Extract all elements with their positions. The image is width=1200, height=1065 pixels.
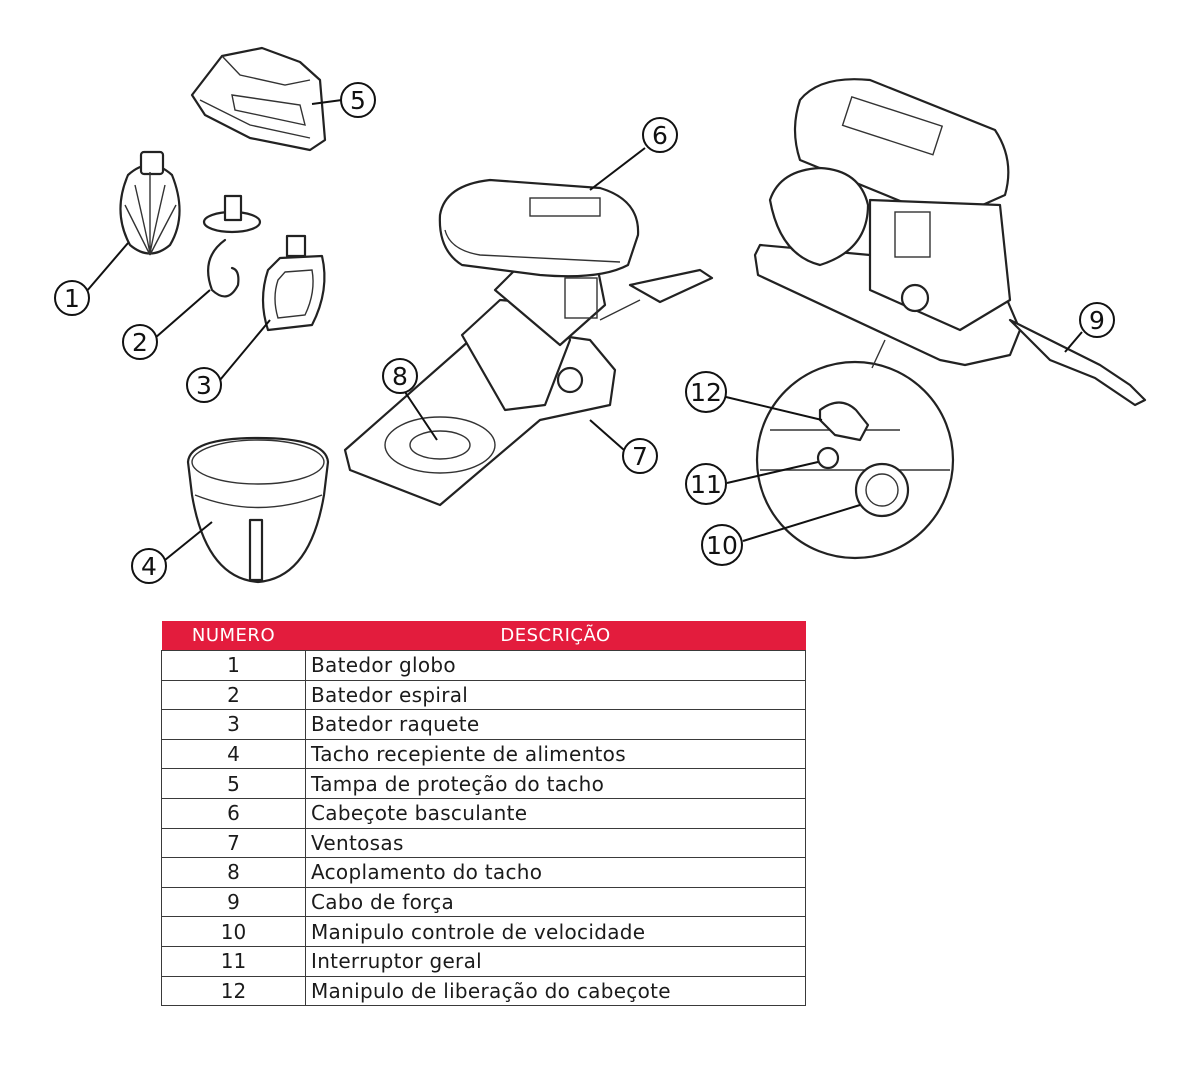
callout-7-label: 7: [632, 442, 648, 471]
row-number: 7: [161, 827, 306, 859]
row-number: 2: [161, 679, 306, 711]
callout-1: 1: [54, 280, 90, 316]
row-number: 1: [161, 650, 306, 681]
callout-10: 10: [701, 524, 743, 566]
row-description: Manipulo de liberação do cabeçote: [305, 975, 806, 1007]
bowl-cover-drawing: [190, 46, 327, 152]
callout-11-label: 11: [690, 470, 722, 499]
row-number: 6: [161, 797, 306, 829]
row-number: 8: [161, 857, 306, 888]
bowl-drawing: [186, 436, 330, 584]
callout-4-label: 4: [141, 552, 157, 581]
row-description: Batedor globo: [305, 650, 806, 681]
row-description: Manipulo controle de velocidade: [305, 916, 806, 947]
header-descricao: DESCRIÇÃO: [305, 621, 806, 651]
row-number: 4: [161, 738, 306, 770]
callout-11: 11: [685, 463, 727, 505]
row-description: Cabo de força: [305, 886, 806, 918]
flat-beater-drawing: [261, 234, 326, 332]
callout-5-label: 5: [350, 86, 366, 115]
callout-6-label: 6: [652, 121, 668, 150]
callout-3-label: 3: [196, 371, 212, 400]
callout-10-label: 10: [706, 531, 738, 560]
row-description: Tacho recepiente de alimentos: [305, 738, 806, 770]
callout-9-label: 9: [1089, 306, 1105, 335]
table-header-row: NUMERO DESCRIÇÃO: [161, 621, 806, 651]
callout-9: 9: [1079, 302, 1115, 338]
callout-12-label: 12: [690, 378, 722, 407]
row-description: Ventosas: [305, 827, 806, 859]
callout-2: 2: [122, 324, 158, 360]
callout-7: 7: [622, 438, 658, 474]
whisk-drawing: [119, 150, 181, 256]
row-number: 5: [161, 768, 306, 799]
row-description: Batedor espiral: [305, 679, 806, 711]
row-number: 3: [161, 709, 306, 740]
row-number: 9: [161, 886, 306, 918]
callout-3: 3: [186, 367, 222, 403]
row-number: 11: [161, 945, 306, 977]
callout-8-label: 8: [392, 362, 408, 391]
row-description: Tampa de proteção do tacho: [305, 768, 806, 799]
row-description: Interruptor geral: [305, 945, 806, 977]
callout-5: 5: [340, 82, 376, 118]
mixer-right-drawing: [753, 78, 1147, 407]
leader-lines: [85, 99, 1083, 561]
row-description: Batedor raquete: [305, 709, 806, 740]
callout-1-label: 1: [64, 284, 80, 313]
row-description: Acoplamento do tacho: [305, 857, 806, 888]
callout-8: 8: [382, 358, 418, 394]
mixer-exploded-diagram: 1 2 3 4 5 6 7 8 9 10 11 12: [54, 46, 1147, 584]
callout-4: 4: [131, 548, 167, 584]
row-number: 10: [161, 916, 306, 947]
detail-zoom-drawing: [755, 339, 955, 560]
callout-2-label: 2: [132, 328, 148, 357]
spiral-hook-drawing: [202, 194, 262, 298]
row-description: Cabeçote basculante: [305, 797, 806, 829]
callout-6: 6: [642, 117, 678, 153]
mixer-center-drawing: [343, 178, 714, 507]
row-number: 12: [161, 975, 306, 1007]
header-numero: NUMERO: [161, 621, 306, 651]
callout-12: 12: [685, 371, 727, 413]
